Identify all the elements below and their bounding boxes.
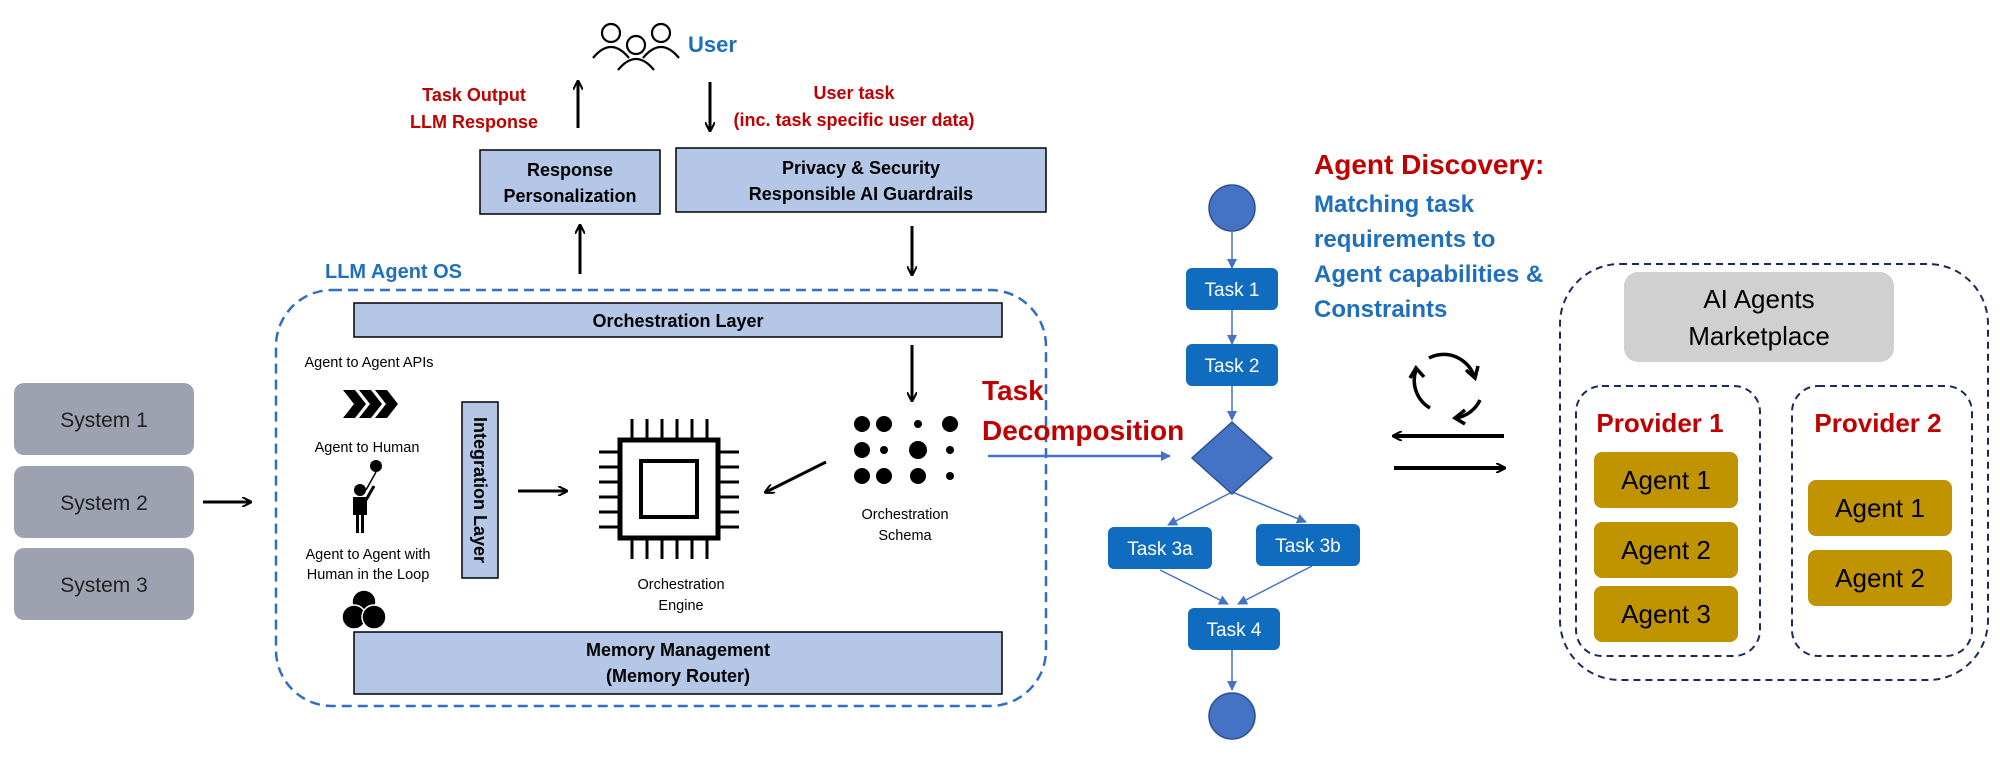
response-personalization-label-2: Personalization [503,186,636,206]
person-balloon-icon [353,460,382,533]
agent-discovery-line-4: Constraints [1314,296,1447,323]
provider-2-boundary [1791,385,1973,657]
system-1-label: System 1 [60,409,148,432]
provider-1-agent-2-label: Agent 2 [1621,535,1711,565]
chip-icon [599,419,739,559]
a2a-hitl-label-1: Agent to Agent with [306,547,431,563]
task-output-label-2: LLM Response [410,112,538,132]
flow-end-node [1208,692,1256,740]
privacy-label-1: Privacy & Security [782,158,940,178]
flow-task-1 [1186,268,1278,310]
system-3-box [14,548,194,620]
provider-1-agent-2 [1594,522,1738,578]
flow-start-node [1208,184,1256,232]
provider-1-agent-1-label: Agent 1 [1621,465,1711,495]
chevrons-icon [343,390,398,418]
schema-label-1: Orchestration [861,507,948,523]
users-icon [592,22,680,71]
agent-os-boundary [274,288,1048,708]
provider-2-agent-1-label: Agent 1 [1835,493,1925,523]
flow-task-3b-label: Task 3b [1275,536,1340,557]
orchestration-layer-box [353,302,1003,338]
memory-label-2: (Memory Router) [606,666,750,686]
flow-connectors [1159,232,1313,691]
task-output-label-1: Task Output [422,85,526,105]
provider-1-boundary [1575,385,1761,657]
provider-1-agent-3 [1594,586,1738,642]
response-personalization-box [479,149,661,215]
flow-task-4 [1188,608,1280,650]
schema-label-2: Schema [878,528,932,544]
marketplace-title-2: Marketplace [1688,321,1830,351]
user-label: User [688,32,737,57]
agent-discovery-line-2: requirements to [1314,226,1495,253]
integration-layer-label: Integration Layer [470,417,490,563]
system-2-label: System 2 [60,492,148,515]
flow-task-3a [1108,527,1212,569]
agent-discovery-line-3: Agent capabilities & [1314,261,1543,288]
flow-task-2 [1186,344,1278,386]
agent-discovery-line-1: Matching task [1314,191,1475,218]
arrow-schema-to-engine [766,460,827,492]
engine-label-2: Engine [658,598,703,614]
integration-layer-box [461,401,499,579]
a2h-label: Agent to Human [315,440,420,456]
response-personalization-label-1: Response [527,160,613,180]
flow-task-1-label: Task 1 [1205,280,1260,301]
flow-decision-node [1190,420,1274,496]
provider-2-agent-2 [1808,550,1952,606]
system-2-box [14,466,194,538]
system-3-label: System 3 [60,574,148,597]
engine-label-1: Orchestration [637,577,724,593]
provider-2-label: Provider 2 [1814,408,1941,438]
dots-schema-icon [854,416,958,484]
a2a-apis-label: Agent to Agent APIs [305,355,434,371]
user-task-label-1: User task [813,83,895,103]
provider-1-agent-1 [1594,452,1738,508]
provider-1-agent-3-label: Agent 3 [1621,599,1711,629]
flow-task-4-label: Task 4 [1207,620,1262,641]
privacy-label-2: Responsible AI Guardrails [749,184,973,204]
marketplace-title-1: AI Agents [1703,284,1814,314]
privacy-security-box [675,147,1047,213]
venn-circles-icon [341,589,387,630]
provider-2-agent-1 [1808,480,1952,536]
task-decomposition-label-1: Task [982,375,1044,406]
task-decomposition-label-2: Decomposition [982,415,1184,446]
memory-management-box [353,631,1003,695]
flow-task-3a-label: Task 3a [1127,539,1193,560]
refresh-cycle-icon [1408,352,1482,426]
memory-label-1: Memory Management [586,640,770,660]
provider-1-label: Provider 1 [1596,408,1723,438]
provider-2-agent-2-label: Agent 2 [1835,563,1925,593]
flow-task-3b [1256,524,1360,566]
agent-os-title: LLM Agent OS [325,261,462,283]
orchestration-layer-label: Orchestration Layer [592,311,763,331]
flow-task-2-label: Task 2 [1205,356,1260,377]
user-task-label-2: (inc. task specific user data) [733,110,974,130]
system-1-box [14,383,194,455]
marketplace-title-box [1624,272,1894,362]
agent-discovery-title: Agent Discovery: [1314,149,1544,180]
a2a-hitl-label-2: Human in the Loop [307,567,430,583]
